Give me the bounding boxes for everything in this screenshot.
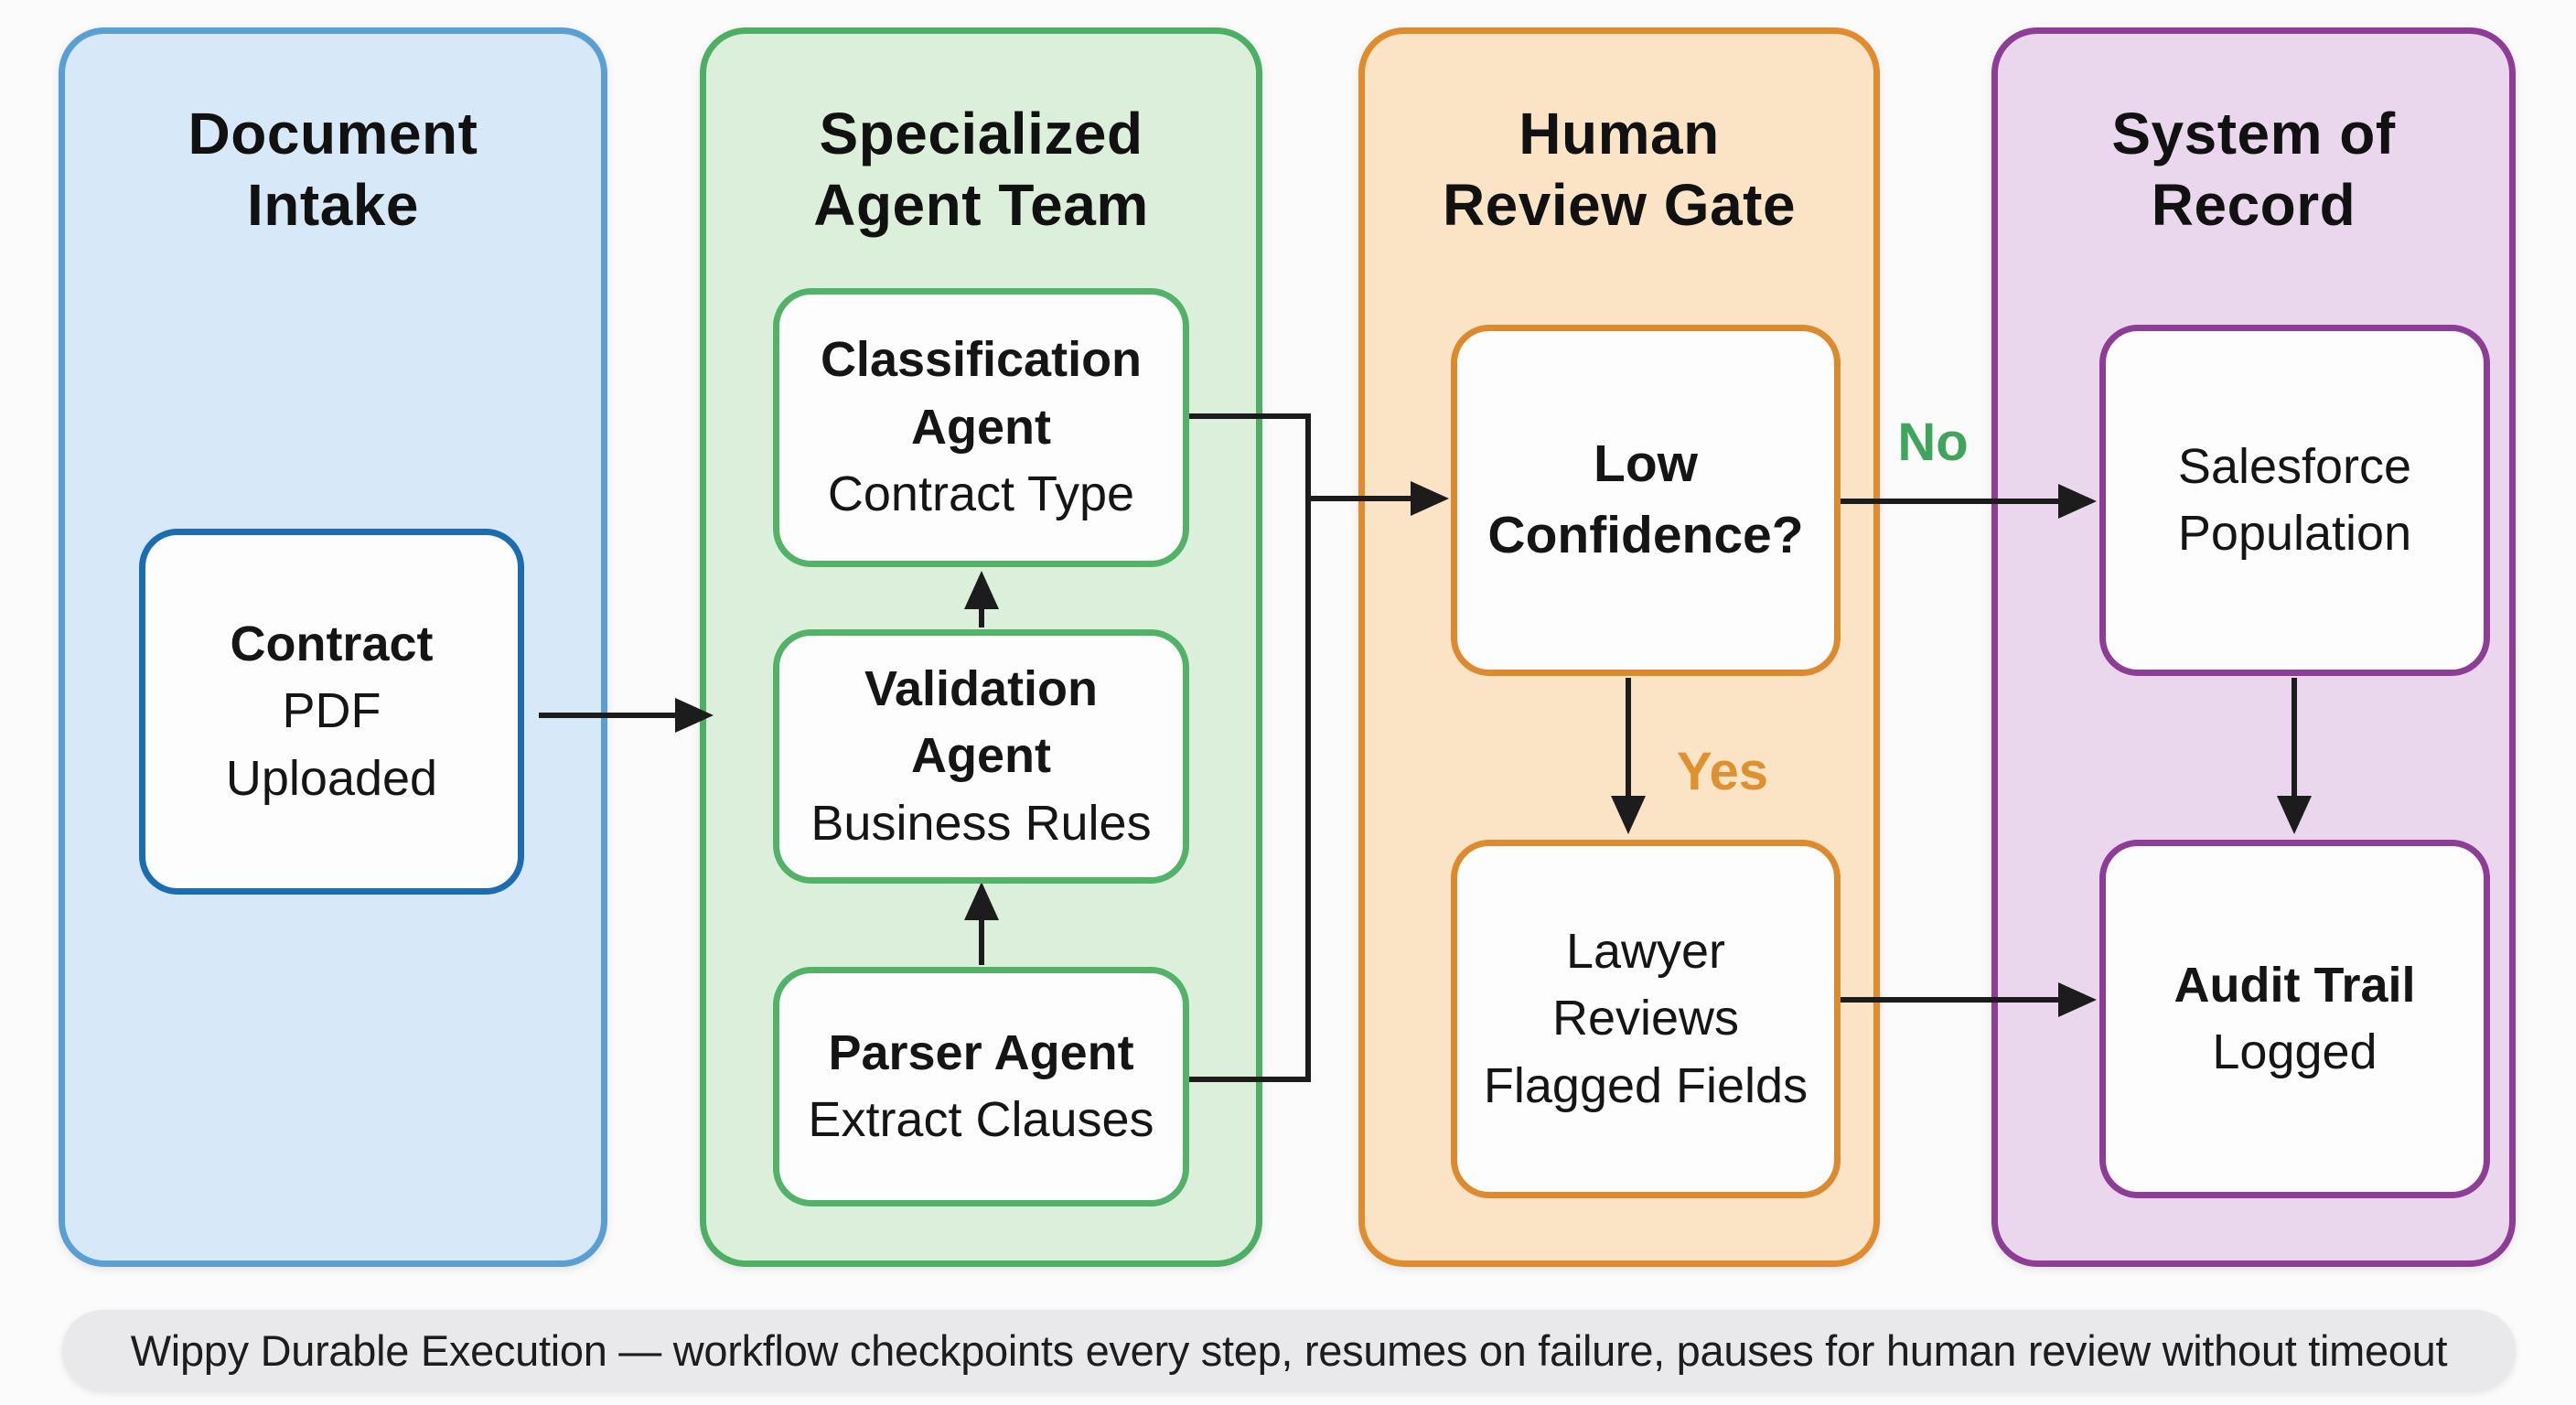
node-line: Classification — [820, 332, 1143, 388]
lane-title-document-intake: Document Intake — [188, 101, 478, 239]
node-line: Audit Trail — [2174, 957, 2416, 1013]
edge-label-yes: Yes — [1677, 742, 1768, 801]
node-salesforce-population: Salesforce Population — [2099, 325, 2490, 676]
node-line: Agent — [911, 399, 1051, 455]
footer-text: Wippy Durable Execution — workflow check… — [130, 1325, 2448, 1375]
lane-title-system-of-record: System of Record — [2111, 101, 2396, 239]
node-line: Parser Agent — [828, 1024, 1134, 1080]
node-line: Flagged Fields — [1483, 1057, 1809, 1113]
node-contract-pdf-uploaded: Contract PDF Uploaded — [139, 529, 524, 895]
node-line: Logged — [2212, 1024, 2377, 1079]
lane-title-specialized-agent-team: Specialized Agent Team — [813, 101, 1149, 239]
node-line: Validation — [864, 660, 1099, 716]
node-line: Reviews — [1551, 991, 1740, 1046]
node-classification-agent: Classification Agent Contract Type — [773, 288, 1189, 567]
node-line: PDF — [282, 683, 381, 739]
node-line: Confidence? — [1487, 506, 1804, 564]
node-parser-agent: Parser Agent Extract Clauses — [773, 967, 1189, 1207]
node-line: Extract Clauses — [808, 1092, 1154, 1147]
node-lawyer-reviews-flagged-fields: Lawyer Reviews Flagged Fields — [1451, 840, 1841, 1198]
node-line: Population — [2177, 506, 2412, 561]
node-audit-trail-logged: Audit Trail Logged — [2099, 840, 2490, 1198]
node-line: Lawyer — [1565, 923, 1726, 979]
node-line: Contract Type — [827, 467, 1135, 522]
lane-title-human-review-gate: Human Review Gate — [1442, 101, 1797, 239]
edge-label-no: No — [1897, 413, 1969, 472]
node-line: Agent — [911, 728, 1051, 784]
node-line: Business Rules — [810, 795, 1152, 851]
node-line: Contract — [230, 616, 434, 671]
node-low-confidence-decision: Low Confidence? — [1451, 325, 1841, 676]
node-validation-agent: Validation Agent Business Rules — [773, 629, 1189, 884]
node-line: Uploaded — [225, 750, 438, 806]
node-line: Salesforce — [2177, 438, 2412, 494]
footer-bar: Wippy Durable Execution — workflow check… — [62, 1310, 2516, 1390]
node-line: Low — [1594, 434, 1698, 494]
